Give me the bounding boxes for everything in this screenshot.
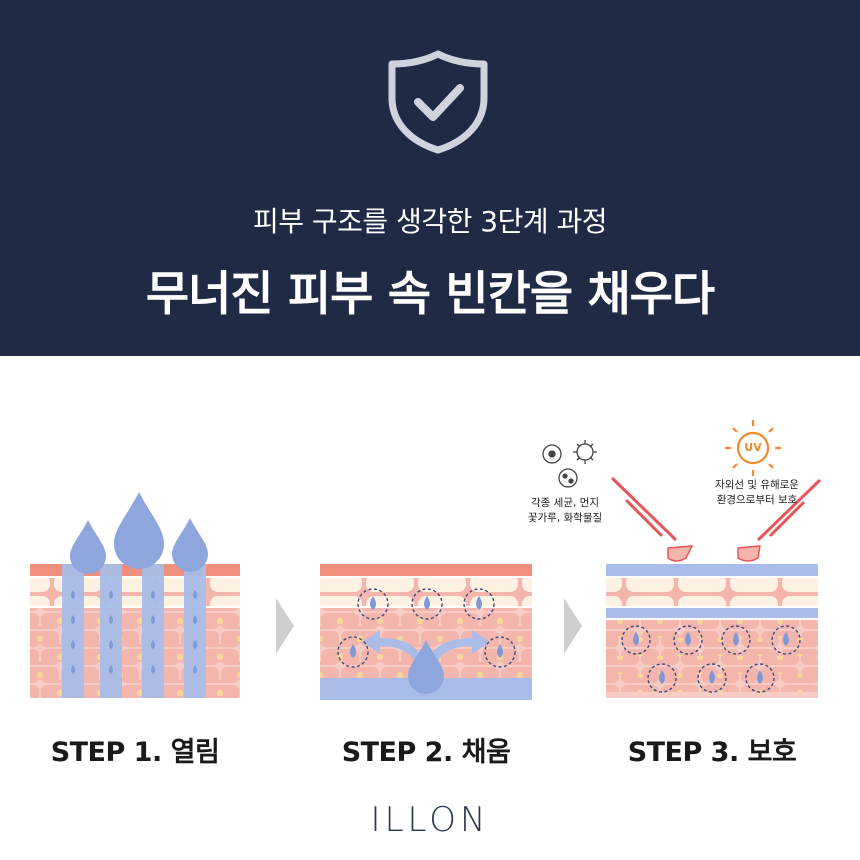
header-title: 무너진 피부 속 빈칸을 채우다 <box>145 267 715 322</box>
uv-badge: UV <box>744 441 762 454</box>
step2-label: STEP 2. 채움 <box>341 737 511 768</box>
next-arrow-icon <box>276 598 294 654</box>
uv-note: 자외선 및 유해로운 환경으로부터 보호 <box>692 478 822 508</box>
three-step-diagram <box>30 420 822 700</box>
step1-illustration <box>30 492 240 698</box>
germs-note: 각종 세균, 먼지 꽃가루, 화학물질 <box>500 496 630 526</box>
step3-illustration <box>542 420 822 698</box>
brand-logo: ILLON <box>370 800 490 840</box>
uv-note-line2: 환경으로부터 보호 <box>716 494 798 506</box>
germs-note-line1: 각종 세균, 먼지 <box>531 497 599 509</box>
header-banner: 피부 구조를 생각한 3단계 과정 무너진 피부 속 빈칸을 채우다 <box>0 0 860 356</box>
uv-sun-icon <box>725 420 781 476</box>
shield-check-icon <box>388 50 488 154</box>
next-arrow-icon <box>564 598 582 654</box>
step2-illustration <box>320 564 532 700</box>
germ-icon <box>542 440 597 488</box>
germs-note-line2: 꽃가루, 화학물질 <box>527 512 603 524</box>
uv-note-line1: 자외선 및 유해로운 <box>715 479 799 491</box>
step3-label: STEP 3. 보호 <box>627 737 797 768</box>
header-subtitle: 피부 구조를 생각한 3단계 과정 <box>252 205 608 238</box>
step1-label: STEP 1. 열림 <box>50 737 220 768</box>
